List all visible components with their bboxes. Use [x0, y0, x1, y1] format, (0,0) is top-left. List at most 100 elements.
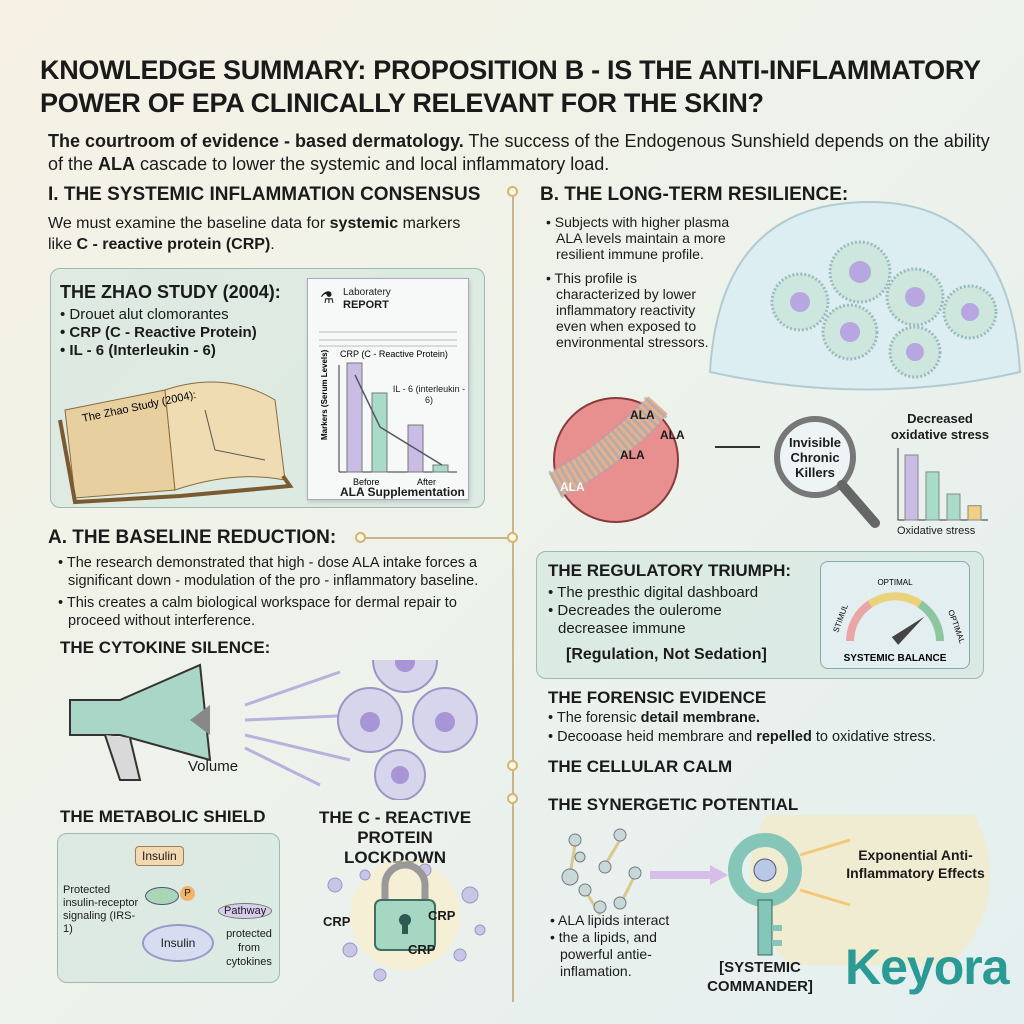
baseline-heading: A. THE BASELINE REDUCTION:	[48, 527, 337, 548]
forensic-bullets: The forensic detail membrane. Decooase h…	[548, 709, 936, 747]
crp-label: CRP	[323, 914, 351, 929]
x-before: Before	[353, 477, 380, 487]
insulin-top: Insulin	[135, 846, 184, 866]
timeline-dot	[507, 793, 518, 804]
regulatory-tagline: [Regulation, Not Sedation]	[566, 646, 767, 663]
bullet: The forensic detail membrane.	[548, 709, 936, 728]
volume-label: Volume	[188, 758, 239, 775]
bullet: the a lipids, and powerful antie-inflama…	[550, 929, 685, 980]
systemic-balance-gauge: OPTIMAL STIMUL OPTIMAL SYSTEMIC BALANCE	[831, 578, 967, 664]
padlock-illustration	[327, 860, 486, 982]
text-bold: repelled	[756, 729, 812, 745]
text: .	[270, 236, 275, 253]
bullet: The presthic digital dashboard	[548, 584, 798, 602]
synergy-illustration	[561, 815, 990, 965]
metabolic-heading: THE METABOLIC SHIELD	[60, 807, 266, 826]
dome-cells-illustration	[708, 200, 1022, 391]
text-bold: detail membrane.	[640, 710, 760, 726]
oxidative-xlabel: Oxidative stress	[897, 525, 976, 537]
report-label: REPORT	[343, 299, 389, 311]
bar	[371, 392, 388, 473]
timeline-dot	[507, 532, 518, 543]
effects-text: Exponential Anti-Inflammatory Effects	[846, 847, 985, 881]
connector-line	[360, 537, 512, 539]
subtitle-text-2: cascade to lower the systemic and local …	[135, 154, 610, 174]
flask-icon: ⚗	[320, 290, 335, 307]
ala-label: ALA	[660, 428, 685, 442]
bullet: ALA lipids interact	[550, 912, 685, 929]
subtitle-ala: ALA	[98, 154, 136, 174]
gauge-right-label: OPTIMAL	[946, 609, 967, 646]
text-bold: C - reactive protein (CRP)	[76, 236, 271, 253]
bar	[432, 464, 449, 473]
text: The forensic	[556, 710, 641, 726]
bullet: Decooase heid membrare and repelled to o…	[548, 728, 936, 747]
timeline-dot	[507, 760, 518, 771]
synergetic-bullets: ALA lipids interact the a lipids, and po…	[550, 912, 685, 980]
baseline-bullets: The research demonstrated that high - do…	[58, 554, 498, 630]
bullet: This creates a calm biological workspace…	[58, 594, 498, 630]
subtitle-bold: The courtroom of evidence - based dermat…	[48, 131, 464, 151]
crp-label: CRP	[408, 942, 436, 957]
bullet: IL - 6 (Interleukin - 6)	[60, 342, 257, 360]
resilience-heading: B. THE LONG-TERM RESILIENCE:	[540, 184, 849, 205]
bullet: Drouet alut clomorantes	[60, 306, 257, 324]
oxidative-bar	[904, 454, 919, 521]
series1-label: CRP (C - Reactive Protein)	[340, 349, 448, 359]
oxidative-chart	[897, 448, 988, 521]
regulatory-bullets: The presthic digital dashboard Decreades…	[548, 584, 798, 638]
oxidative-bar	[946, 493, 961, 521]
open-book-illustration: The Zhao Study (2004):	[58, 381, 294, 505]
oxidative-bar	[967, 505, 982, 521]
text: Decooase heid membrare and	[557, 729, 757, 745]
receptor	[145, 887, 179, 905]
membrane-illustration	[548, 395, 679, 523]
text-bold: systemic	[329, 215, 399, 232]
ala-label: ALA	[630, 408, 655, 422]
resilience-bullets: Subjects with higher plasma ALA levels m…	[546, 214, 741, 350]
systemic-commander-label: [SYSTEMIC COMMANDER]	[707, 959, 813, 995]
gauge-needle	[891, 616, 925, 645]
oxidative-title: Decreased oxidative stress	[890, 411, 990, 442]
forensic-heading: THE FORENSIC EVIDENCE	[548, 688, 767, 707]
lab-report	[307, 278, 469, 500]
protected-text: Protected insulin-receptor signaling (IR…	[63, 884, 139, 935]
timeline-dot	[507, 186, 518, 197]
phosphate-badge: P	[180, 886, 195, 901]
timeline-line	[512, 192, 514, 1002]
ala-label: ALA	[560, 480, 585, 494]
gauge-panel	[820, 561, 970, 669]
gauge-top-label: OPTIMAL	[877, 578, 913, 587]
bullet: Subjects with higher plasma ALA levels m…	[546, 214, 741, 262]
arrow-right	[715, 446, 760, 448]
magnifier-icon	[774, 416, 880, 528]
insulin-cell: Insulin	[142, 924, 214, 962]
oxidative-bar	[925, 471, 940, 521]
text: markers like	[48, 215, 461, 253]
page-title: KNOWLEDGE SUMMARY: PROPOSITION B - IS TH…	[40, 55, 981, 118]
systemic-text: We must examine the baseline data for sy…	[48, 213, 468, 255]
regulatory-heading: THE REGULATORY TRIUMPH:	[548, 561, 792, 580]
timeline-dot	[355, 532, 366, 543]
bullet: The research demonstrated that high - do…	[58, 554, 498, 590]
x-after: After	[417, 477, 436, 487]
report-xlabel: ALA Supplementation	[340, 485, 465, 499]
gauge-left-label: STIMUL	[831, 603, 850, 634]
bullet: This profile is characterized by lower i…	[546, 270, 711, 350]
zhao-heading: THE ZHAO STUDY (2004):	[60, 282, 281, 302]
magnifier-text: Invisible Chronic Killers	[788, 435, 842, 480]
bullet: Decreades the oulerome decreasee immune	[548, 602, 748, 638]
ylabel: Markers (Serum Levels)	[320, 349, 329, 440]
zhao-bullets: Drouet alut clomorantes CRP (C - Reactiv…	[60, 306, 257, 360]
report-label-small: Laboratery	[343, 287, 391, 298]
subtitle: The courtroom of evidence - based dermat…	[48, 130, 998, 176]
megaphone-illustration	[69, 660, 478, 800]
cytokine-heading: THE CYTOKINE SILENCE:	[60, 638, 271, 657]
keyora-logo: Keyora	[845, 939, 1010, 995]
pathway-badge: Pathway	[218, 903, 273, 919]
crp-label: CRP	[428, 908, 456, 923]
synergetic-heading: THE SYNERGETIC POTENTIAL	[548, 795, 799, 814]
bullet: CRP (C - Reactive Protein)	[60, 324, 256, 342]
calm-heading: THE CELLULAR CALM	[548, 757, 733, 776]
pathway-note: protected from cytokines	[226, 928, 272, 968]
